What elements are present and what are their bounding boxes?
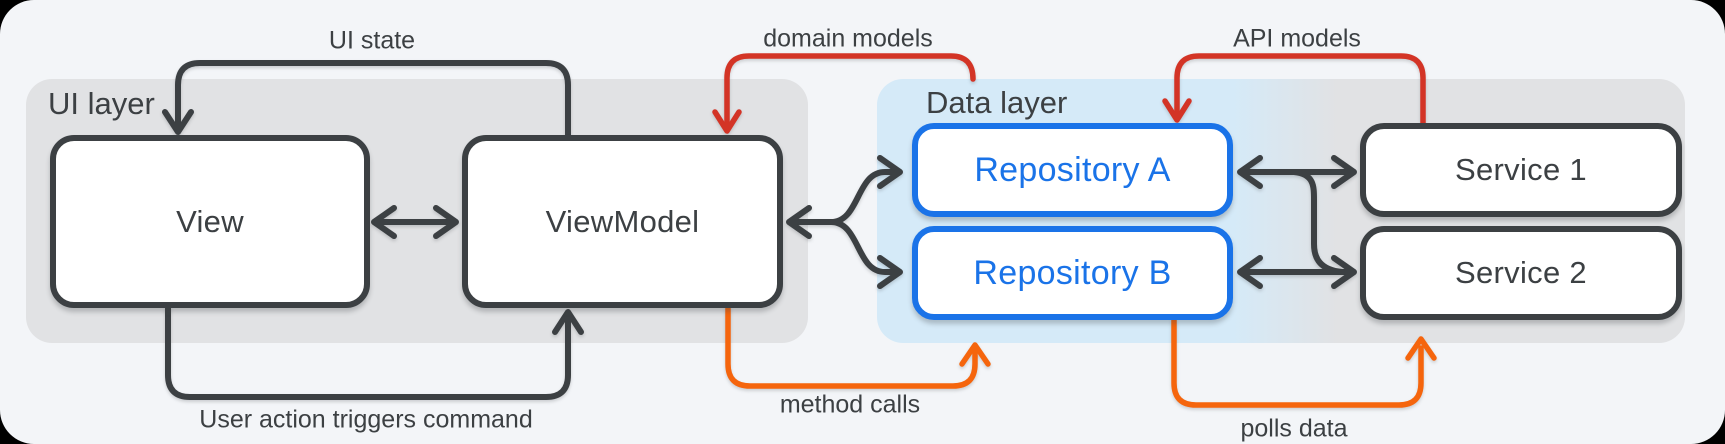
node-service-2: Service 2 xyxy=(1360,226,1682,320)
node-viewmodel-label: ViewModel xyxy=(545,203,700,239)
arrow-ui-state xyxy=(175,60,571,138)
edge-label-ui-state: UI state xyxy=(328,26,416,55)
arrow-polls-data xyxy=(1171,317,1424,408)
edge-label-polls-data: polls data xyxy=(1240,414,1348,443)
node-repository-a-label: Repository A xyxy=(974,150,1171,189)
arrowhead-polls-data xyxy=(1405,336,1437,361)
arrowhead-service-2-right xyxy=(1331,255,1357,289)
arrowhead-method-calls xyxy=(959,342,991,367)
ui-layer-label: UI layer xyxy=(48,86,155,121)
data-layer-label: Data layer xyxy=(926,85,1068,120)
node-repository-a: Repository A xyxy=(912,123,1233,217)
edge-label-domain-models: domain models xyxy=(763,24,933,53)
arrowhead-repo-a-left xyxy=(1237,155,1263,189)
node-service-1-label: Service 1 xyxy=(1455,152,1587,187)
arrow-fork-upper xyxy=(828,169,899,225)
arrow-cross-bridge xyxy=(1291,169,1345,275)
arrow-domain-models xyxy=(724,53,976,129)
edge-label-api-models: API models xyxy=(1233,24,1361,53)
arrowhead-view-left xyxy=(371,205,397,239)
arrowhead-repo-b-left xyxy=(1237,255,1263,289)
arrowhead-into-repo-a xyxy=(877,155,903,189)
arrowhead-into-repo-b xyxy=(877,255,903,289)
arrow-method-calls xyxy=(725,305,978,389)
node-view-label: View xyxy=(176,203,244,239)
node-repository-b-label: Repository B xyxy=(973,253,1172,292)
arrowhead-service-1-right xyxy=(1331,155,1357,189)
edge-label-method-calls: method calls xyxy=(779,390,921,419)
arrow-fork-lower xyxy=(828,219,899,275)
arrow-user-action xyxy=(165,305,571,400)
node-repository-b: Repository B xyxy=(912,226,1233,320)
node-service-2-label: Service 2 xyxy=(1455,255,1587,290)
arrowhead-api-models xyxy=(1162,98,1192,123)
edge-label-user-action: User action triggers command xyxy=(199,405,533,434)
arrowhead-ui-state xyxy=(162,109,194,135)
arrowhead-user-action xyxy=(552,309,584,335)
node-service-1: Service 1 xyxy=(1360,123,1682,217)
arrow-api-models xyxy=(1174,53,1426,126)
arrowhead-into-viewmodel xyxy=(786,205,812,239)
node-view: View xyxy=(50,135,370,308)
arrowhead-domain-models xyxy=(712,109,742,134)
arrowhead-viewmodel-right xyxy=(433,205,459,239)
node-viewmodel: ViewModel xyxy=(462,135,783,308)
